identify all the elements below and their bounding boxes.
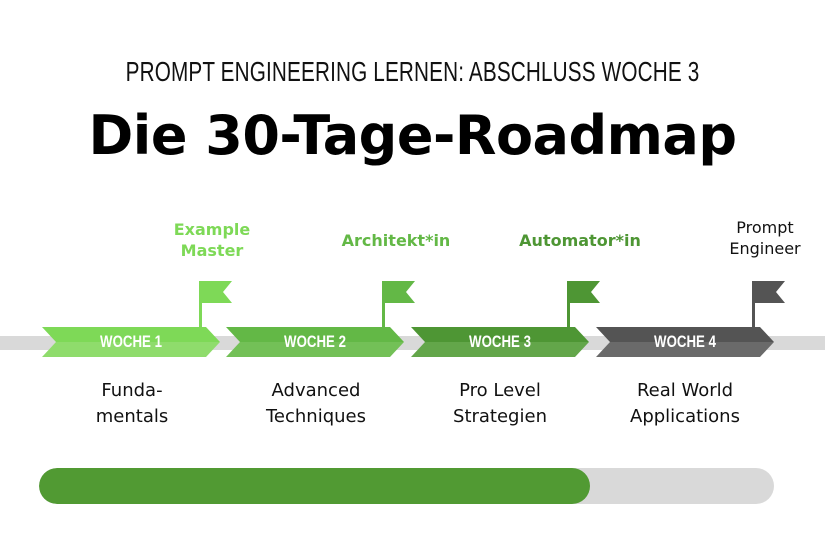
week-1-description: Funda- mentals bbox=[42, 378, 222, 430]
description-line: Advanced bbox=[271, 380, 361, 401]
milestone-week-3: Automator*in bbox=[505, 230, 655, 251]
page-title: Die 30-Tage-Roadmap bbox=[88, 104, 737, 167]
subtitle: PROMPT ENGINEERING LERNEN: ABSCHLUSS WOC… bbox=[125, 56, 700, 87]
flag-icon bbox=[199, 281, 233, 328]
week-4-chevron: WOCHE 4 bbox=[596, 327, 774, 357]
milestone-line: Automator*in bbox=[519, 231, 641, 250]
milestone-week-1: Example Master bbox=[152, 219, 272, 261]
description-line: Real World bbox=[636, 380, 734, 401]
description-line: mentals bbox=[95, 406, 169, 427]
week-2-description: Advanced Techniques bbox=[226, 378, 406, 430]
week-1-label: WOCHE 1 bbox=[100, 332, 162, 351]
week-4-label: WOCHE 4 bbox=[654, 332, 716, 351]
flag-icon bbox=[752, 281, 786, 328]
milestone-week-2: Architekt*in bbox=[326, 230, 466, 251]
milestone-line: Engineer bbox=[729, 239, 801, 258]
milestone-line: Example bbox=[173, 220, 251, 239]
description-line: Pro Level bbox=[459, 380, 541, 401]
milestone-line: Master bbox=[180, 241, 244, 260]
week-2-label: WOCHE 2 bbox=[284, 332, 346, 351]
week-1-chevron: WOCHE 1 bbox=[42, 327, 220, 357]
progress-bar bbox=[39, 468, 774, 504]
week-3-description: Pro Level Strategien bbox=[410, 378, 590, 430]
week-2-chevron: WOCHE 2 bbox=[226, 327, 404, 357]
description-line: Funda- bbox=[101, 380, 163, 401]
week-3-label: WOCHE 3 bbox=[469, 332, 531, 351]
milestone-week-4: Prompt Engineer bbox=[705, 217, 825, 259]
progress-fill bbox=[39, 468, 590, 504]
flag-icon bbox=[382, 281, 416, 328]
milestone-line: Prompt bbox=[736, 218, 794, 237]
description-line: Strategien bbox=[453, 406, 547, 427]
description-line: Techniques bbox=[265, 406, 366, 427]
description-line: Applications bbox=[630, 406, 740, 427]
week-3-chevron: WOCHE 3 bbox=[411, 327, 589, 357]
week-4-description: Real World Applications bbox=[595, 378, 775, 430]
milestone-line: Architekt*in bbox=[341, 231, 451, 250]
flag-icon bbox=[567, 281, 601, 328]
